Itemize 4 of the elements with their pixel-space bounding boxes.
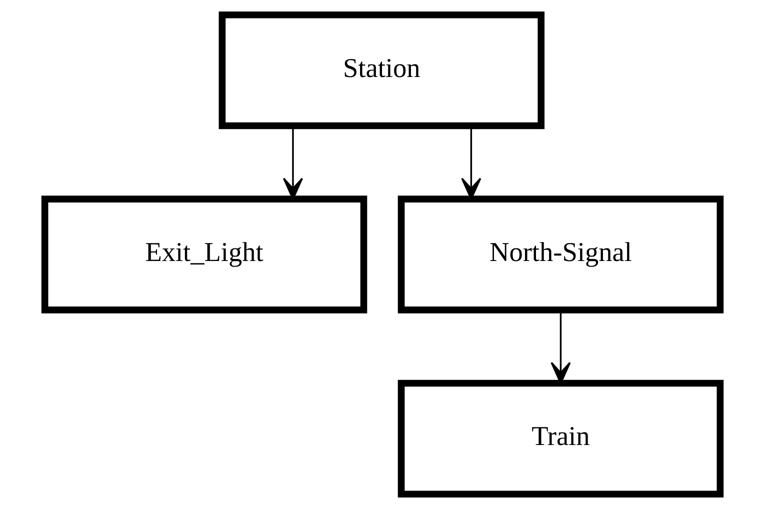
node-box: Station bbox=[218, 11, 544, 130]
node-box: Train bbox=[397, 380, 724, 498]
node-box: Exit_Light bbox=[40, 196, 367, 314]
node-box: North-Signal bbox=[397, 196, 724, 314]
